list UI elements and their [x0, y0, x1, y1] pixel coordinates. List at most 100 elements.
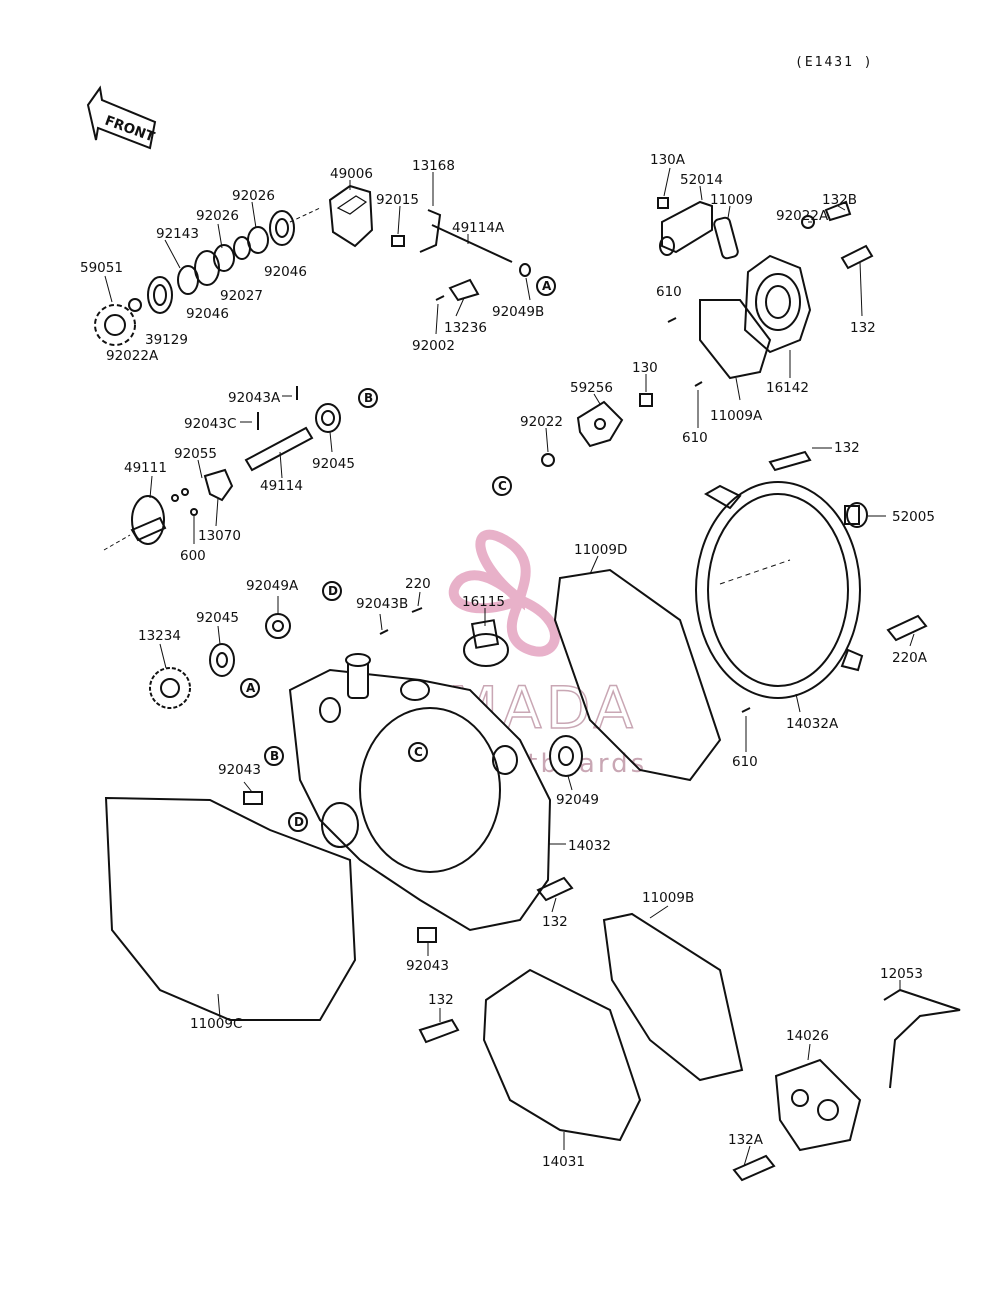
water-outlet-pipe: [345, 653, 371, 699]
watermark-logo: [448, 529, 560, 657]
part-label: 130: [632, 360, 658, 376]
gear-49111: [130, 495, 167, 545]
part-label: 92026: [196, 208, 239, 224]
part-label: 92043B: [356, 596, 408, 612]
circle-ref-C-upper: C: [492, 476, 512, 496]
part-label: 92022A: [776, 208, 829, 224]
housing-14032: [288, 668, 552, 932]
seal-92049A: [265, 613, 291, 639]
part-label: 220: [405, 576, 431, 592]
part-label: 92027: [220, 288, 263, 304]
part-label: 610: [682, 430, 708, 446]
part-label: 92046: [264, 264, 307, 280]
part-label: 610: [732, 754, 758, 770]
svg-text:A: A: [542, 279, 552, 293]
leader-lines: [104, 167, 915, 1167]
part-label: 130A: [650, 152, 686, 168]
circle-ref-D-lower: D: [288, 812, 308, 832]
circle-ref-C-lower: C: [408, 742, 428, 762]
part-label: 11009D: [574, 542, 627, 558]
circle-ref-B-lower: B: [264, 746, 284, 766]
screw-92002: [435, 295, 445, 301]
part-label: 11009B: [642, 890, 694, 906]
part-label: 14031: [542, 1154, 585, 1170]
part-label: 14026: [786, 1028, 829, 1044]
part-label: 132: [850, 320, 876, 336]
bolt-92015: [391, 235, 405, 247]
bolt-132-upper: [840, 244, 874, 270]
part-label: 92043: [406, 958, 449, 974]
gear-13234: [149, 667, 191, 709]
part-label: 92045: [196, 610, 239, 626]
part-label: 13168: [412, 158, 455, 174]
part-label: 13234: [138, 628, 181, 644]
part-label: 39129: [145, 332, 188, 348]
pin-600: [190, 508, 198, 516]
part-label: 92046: [186, 306, 229, 322]
part-label: 92143: [156, 226, 199, 242]
part-label: 49114: [260, 478, 303, 494]
circle-ref-A-upper: A: [536, 276, 556, 296]
washer-92022: [541, 453, 555, 467]
part-label: 600: [180, 548, 206, 564]
gasket-11009A: [699, 299, 772, 380]
pin-92043B: [379, 629, 389, 635]
guard-14026: [774, 1058, 862, 1152]
pin-92043: [243, 791, 263, 805]
washer-92022A-upper: [801, 215, 815, 229]
part-label: 12053: [880, 966, 923, 982]
part-label: 92015: [376, 192, 419, 208]
part-label: 13236: [444, 320, 487, 336]
part-label: 132A: [728, 1132, 764, 1148]
part-label: 59051: [80, 260, 123, 276]
part-label: 49114A: [452, 220, 505, 236]
part-label: 610: [656, 284, 682, 300]
bracket-13168: [419, 209, 442, 253]
part-label: 92049B: [492, 304, 544, 320]
part-label: 11009A: [710, 408, 763, 424]
svg-text:C: C: [414, 745, 423, 759]
bolt-132A: [732, 1154, 776, 1182]
gasket-11009: [713, 216, 739, 260]
part-label: 132B: [822, 192, 857, 208]
governor-13070: [203, 468, 234, 502]
part-label: 92022: [520, 414, 563, 430]
plate-13236: [448, 278, 480, 302]
part-label: 11009: [710, 192, 753, 208]
part-label: 14032A: [786, 716, 839, 732]
pin-92043-lower: [417, 927, 437, 943]
pump-cover-16142: [743, 254, 812, 354]
bearing-92045-lower: [209, 643, 235, 677]
part-label: 16142: [766, 380, 809, 396]
front-arrow-icon: FRONT: [86, 85, 157, 150]
svg-text:D: D: [328, 584, 338, 598]
svg-text:A: A: [246, 681, 256, 695]
part-label: 11009C: [190, 1016, 242, 1032]
cover-14032A: [695, 481, 864, 699]
part-label: 132: [542, 914, 568, 930]
part-label: 13070: [198, 528, 241, 544]
cap-16115: [463, 619, 509, 667]
pin-610-mid: [694, 381, 703, 387]
bolt-220A: [886, 614, 928, 642]
washer-92049B: [519, 263, 531, 277]
ball: [171, 494, 179, 502]
seal-92049: [549, 735, 583, 777]
part-label: 92045: [312, 456, 355, 472]
part-label: 92043C: [184, 416, 236, 432]
bolt-132-cover: [768, 450, 812, 472]
part-label: 92043: [218, 762, 261, 778]
part-label: 132: [428, 992, 454, 1008]
svg-text:B: B: [364, 391, 373, 405]
shaft-49114: [244, 426, 314, 472]
part-label: 92049: [556, 792, 599, 808]
gasket-11009B: [602, 912, 744, 1082]
circle-ref-A-lower: A: [240, 678, 260, 698]
sprocket-59051: [94, 304, 136, 346]
part-label: 49111: [124, 460, 167, 476]
bolt-130A: [657, 197, 669, 209]
bolt-132-lower: [418, 1018, 460, 1044]
pump-body-49006: [328, 184, 374, 248]
impeller-59256: [576, 400, 624, 448]
pin-610-upper: [667, 317, 677, 323]
